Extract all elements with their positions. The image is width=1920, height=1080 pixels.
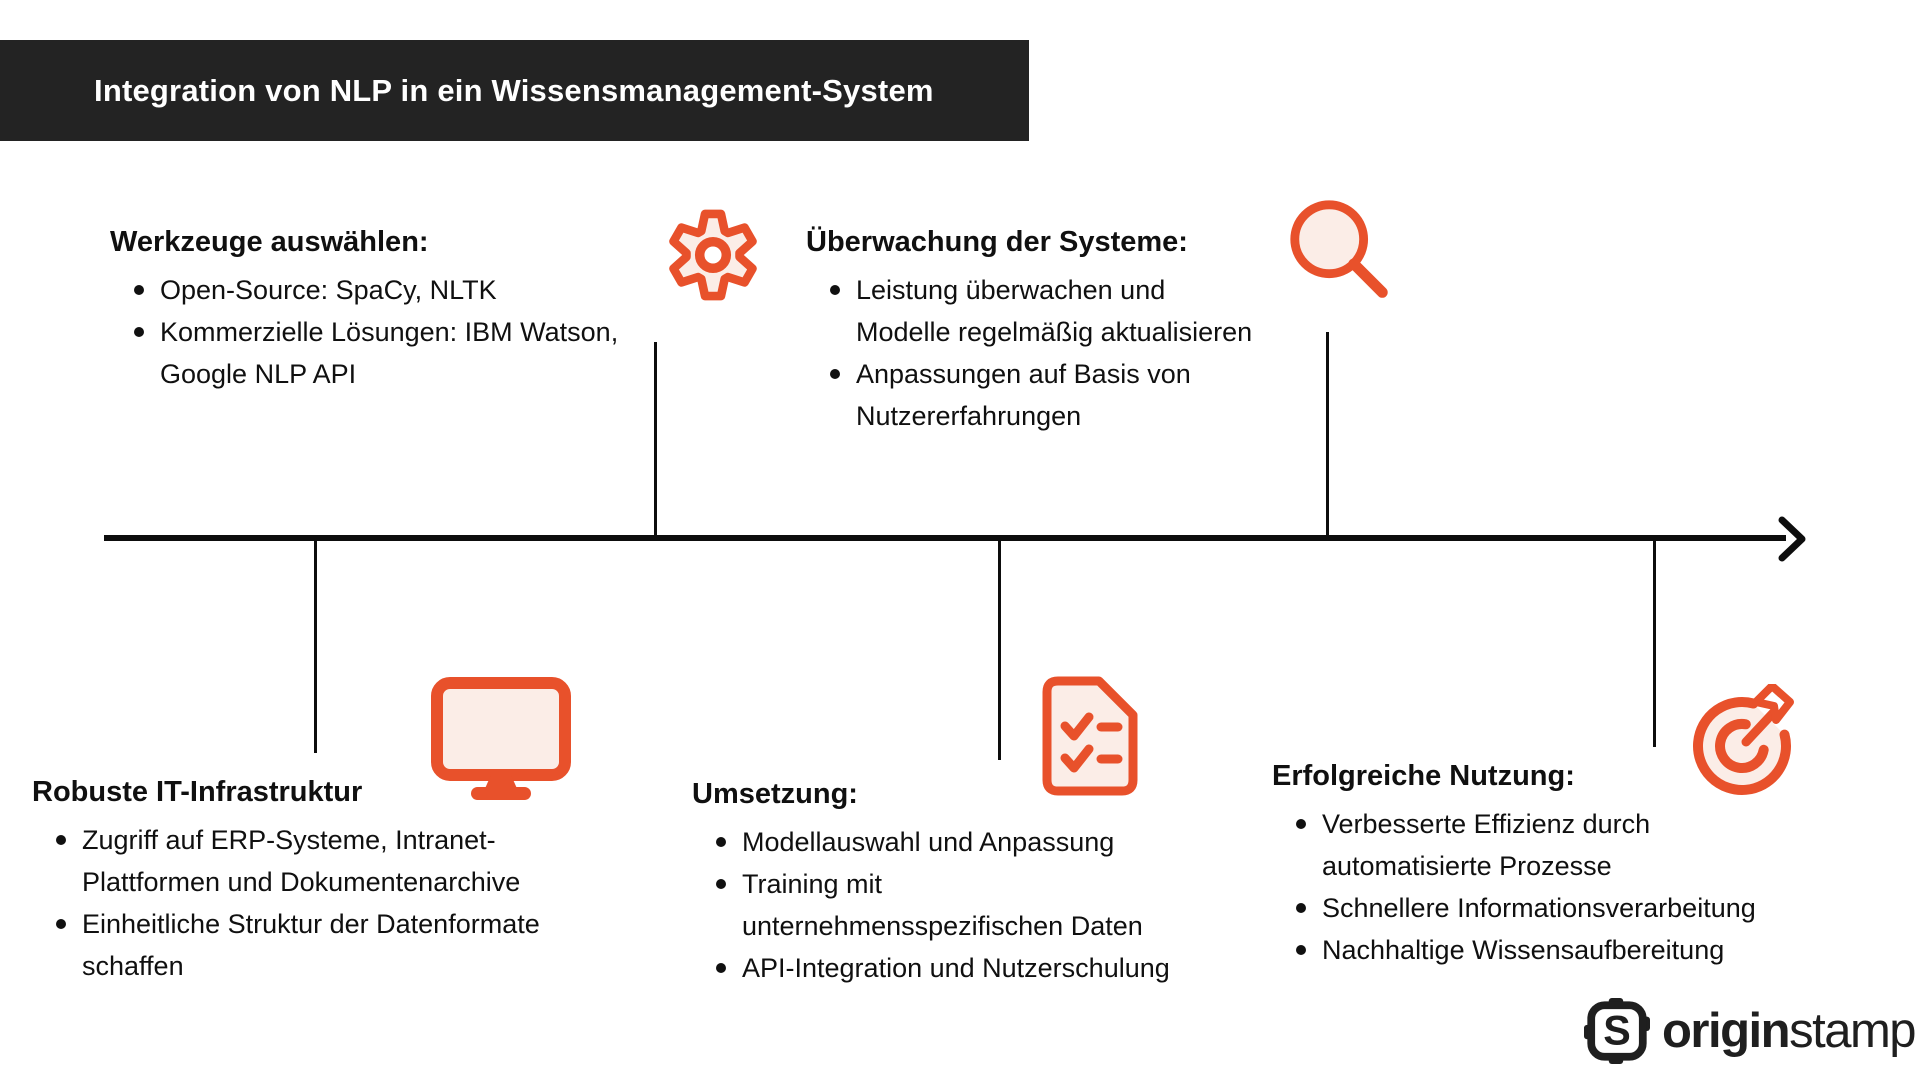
connector-werkzeuge (654, 342, 657, 535)
section-heading: Robuste IT-Infrastruktur (32, 776, 363, 808)
section-heading: Erfolgreiche Nutzung: (1272, 760, 1575, 792)
timeline-arrowhead (1778, 516, 1806, 562)
gear-icon (669, 209, 757, 301)
connector-umsetzung (998, 541, 1001, 760)
magnifier-icon (1290, 200, 1388, 298)
bullet-list: Verbesserte Effizienz durch automatisier… (1272, 803, 1892, 971)
monitor-icon (431, 677, 571, 800)
bullet-item: API-Integration und Nutzerschulung (692, 947, 1292, 989)
title-banner: Integration von NLP in ein Wissensmanage… (0, 40, 1029, 141)
section-heading: Überwachung der Systeme: (806, 226, 1188, 258)
brand-bold: origin (1662, 1004, 1791, 1058)
bullet-item: Leistung überwachen und Modelle regelmäß… (806, 269, 1406, 353)
section-werkzeuge: Werkzeuge auswählen: Open-Source: SpaCy,… (110, 226, 710, 395)
section-heading: Umsetzung: (692, 778, 858, 810)
svg-text:S: S (1603, 1007, 1631, 1053)
bullet-item: Zugriff auf ERP-Systeme, Intranet- Platt… (32, 819, 652, 903)
bullet-item: Training mit unternehmensspezifischen Da… (692, 863, 1292, 947)
originstamp-wordmark: originstamp (1662, 1003, 1917, 1059)
bullet-item: Einheitliche Struktur der Datenformate s… (32, 903, 652, 987)
page-title: Integration von NLP in ein Wissensmanage… (94, 72, 934, 108)
connector-erfolgreiche-nutzung (1653, 541, 1656, 747)
timeline-axis (104, 535, 1786, 541)
bullet-item: Modellauswahl und Anpassung (692, 821, 1292, 863)
originstamp-mark-icon: S (1584, 998, 1650, 1064)
bullet-item: Anpassungen auf Basis von Nutzererfahrun… (806, 353, 1406, 437)
checklist-document-icon (1042, 676, 1138, 796)
bullet-item: Nachhaltige Wissensaufbereitung (1272, 929, 1892, 971)
section-ueberwachung: Überwachung der Systeme: Leistung überwa… (806, 226, 1406, 437)
section-heading: Werkzeuge auswählen: (110, 226, 429, 258)
bullet-item: Schnellere Informationsverarbeitung (1272, 887, 1892, 929)
bullet-list: Leistung überwachen und Modelle regelmäß… (806, 269, 1406, 437)
connector-robuste-it (314, 541, 317, 753)
section-robuste-it: Robuste IT-Infrastruktur Zugriff auf ERP… (32, 776, 652, 987)
section-erfolgreiche-nutzung: Erfolgreiche Nutzung: Verbesserte Effizi… (1272, 760, 1892, 971)
brand-regular: stamp (1789, 1004, 1916, 1058)
bullet-item: Open-Source: SpaCy, NLTK (110, 269, 710, 311)
connector-ueberwachung (1326, 332, 1329, 535)
bullet-item: Kommerzielle Lösungen: IBM Watson, Googl… (110, 311, 710, 395)
bullet-list: Zugriff auf ERP-Systeme, Intranet- Platt… (32, 819, 652, 987)
bullet-item: Verbesserte Effizienz durch automatisier… (1272, 803, 1892, 887)
originstamp-logo: S originstamp (1584, 998, 1917, 1064)
target-dart-icon (1693, 684, 1794, 795)
